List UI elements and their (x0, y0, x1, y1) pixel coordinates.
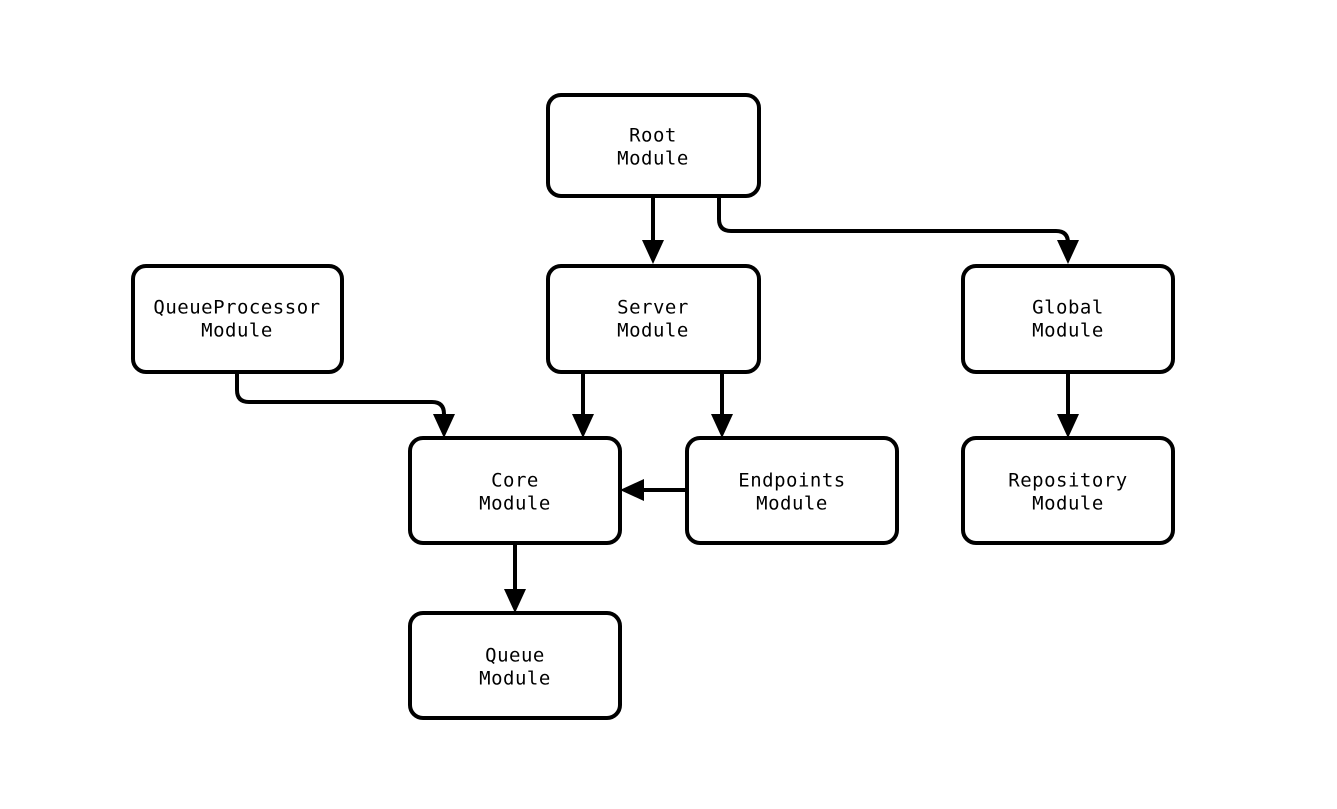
edge-endpoints-to-core (620, 479, 687, 501)
node-shape[interactable] (685, 436, 899, 545)
node-endpoints[interactable]: Endpoints Module (685, 436, 899, 545)
node-server[interactable]: Server Module (546, 264, 761, 374)
edge-root-to-server (642, 196, 664, 264)
edge-line (235, 372, 446, 421)
node-label-line2: Module (479, 493, 551, 515)
edge-line (717, 196, 1070, 248)
node-shape[interactable] (408, 436, 622, 545)
node-label-line1: Global (1032, 297, 1104, 319)
arrow-head-icon (620, 479, 644, 501)
node-label-line2: Module (617, 320, 689, 342)
edge-core-to-queue (504, 543, 526, 613)
node-label-line2: Module (1032, 320, 1104, 342)
node-layer: Root Module QueueProcessor Module Server… (131, 93, 1175, 720)
arrow-head-icon (711, 414, 733, 438)
node-label-line1: Core (491, 470, 539, 492)
node-label-line2: Module (201, 320, 273, 342)
arrow-head-icon (1057, 414, 1079, 438)
edge-global-to-repository (1057, 372, 1079, 438)
node-queueprocessor[interactable]: QueueProcessor Module (131, 264, 344, 374)
arrow-head-icon (433, 414, 455, 438)
node-queue[interactable]: Queue Module (408, 611, 622, 720)
node-global[interactable]: Global Module (961, 264, 1175, 374)
arrow-head-icon (572, 414, 594, 438)
edge-server-to-endpoints (711, 372, 733, 438)
edge-queueprocessor-to-core (235, 372, 455, 438)
node-label-line1: Server (617, 297, 689, 319)
arrow-head-icon (642, 240, 664, 264)
edge-layer (235, 196, 1079, 613)
edge-root-to-global (717, 196, 1079, 264)
node-label-line1: Endpoints (738, 470, 845, 492)
node-repository[interactable]: Repository Module (961, 436, 1175, 545)
node-label-line1: Repository (1008, 470, 1127, 492)
node-label-line1: Queue (485, 645, 545, 667)
node-label-line1: QueueProcessor (153, 297, 320, 319)
node-shape[interactable] (131, 264, 344, 374)
node-core[interactable]: Core Module (408, 436, 622, 545)
node-label-line1: Root (629, 125, 677, 147)
node-label-line2: Module (756, 493, 828, 515)
node-label-line2: Module (479, 668, 551, 690)
edge-server-to-core (572, 372, 594, 438)
node-shape[interactable] (408, 611, 622, 720)
node-shape[interactable] (961, 264, 1175, 374)
node-root[interactable]: Root Module (546, 93, 761, 198)
arrow-head-icon (1057, 240, 1079, 264)
node-label-line2: Module (617, 148, 689, 170)
node-label-line2: Module (1032, 493, 1104, 515)
node-shape[interactable] (546, 93, 761, 198)
node-shape[interactable] (961, 436, 1175, 545)
node-shape[interactable] (546, 264, 761, 374)
arrow-head-icon (504, 589, 526, 613)
